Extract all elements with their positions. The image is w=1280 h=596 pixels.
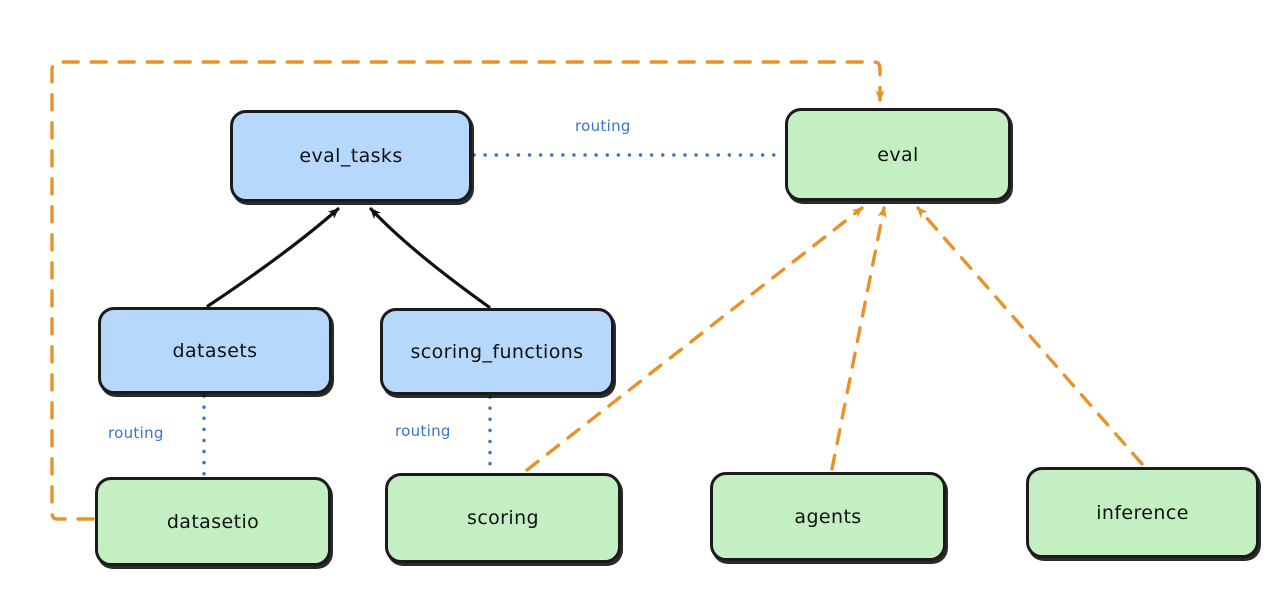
node-datasets[interactable]: datasets bbox=[98, 307, 332, 394]
node-label-datasets: datasets bbox=[172, 339, 258, 362]
edge-label-routing-eval-tasks-eval: routing bbox=[575, 117, 631, 135]
node-inference[interactable]: inference bbox=[1026, 467, 1259, 558]
node-label-eval: eval bbox=[877, 143, 919, 166]
node-label-agents: agents bbox=[794, 505, 862, 528]
edge-label-routing-scoring-funcs-scoring: routing bbox=[395, 422, 451, 440]
edge-inference-to-eval-dependency bbox=[916, 206, 1144, 466]
node-label-datasetio: datasetio bbox=[166, 510, 260, 533]
node-scoring-functions[interactable]: scoring_functions bbox=[380, 308, 614, 395]
node-eval-tasks[interactable]: eval_tasks bbox=[230, 110, 472, 202]
node-label-inference: inference bbox=[1096, 501, 1189, 524]
node-eval[interactable]: eval bbox=[785, 108, 1011, 201]
edge-label-routing-datasets-datasetio: routing bbox=[108, 424, 164, 442]
node-label-scoring-functions: scoring_functions bbox=[410, 340, 584, 363]
edge-agents-to-eval-dependency bbox=[830, 206, 887, 471]
edge-scoring-functions-to-eval-tasks bbox=[369, 207, 491, 309]
node-label-scoring: scoring bbox=[467, 507, 539, 529]
node-scoring[interactable]: scoring bbox=[385, 473, 621, 563]
edge-datasets-to-eval-tasks bbox=[206, 207, 340, 308]
node-agents[interactable]: agents bbox=[710, 472, 946, 561]
node-label-eval-tasks: eval_tasks bbox=[299, 145, 403, 167]
node-datasetio[interactable]: datasetio bbox=[95, 477, 331, 566]
